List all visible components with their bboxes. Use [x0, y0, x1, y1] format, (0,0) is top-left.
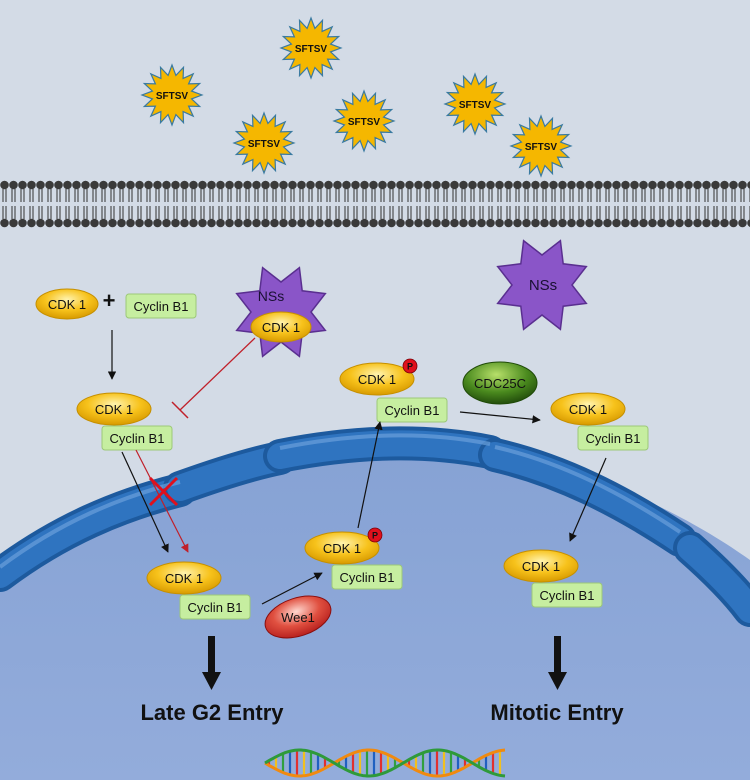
virus-particle: SFTSV [140, 63, 204, 127]
late-g2-entry-label: Late G2 Entry [140, 700, 284, 725]
start-cyclin-label: Cyclin B1 [134, 299, 189, 314]
arrow-active-import [569, 457, 607, 542]
virus-particle: SFTSV [332, 89, 396, 153]
nss-complex-cdk1 [250, 311, 312, 343]
complex-nuclear-mitotic: CDK 1 Cyclin B1 [503, 549, 603, 608]
complex-cytoplasm: CDK 1 Cyclin B1 [76, 392, 173, 451]
virus-particle: SFTSV [232, 111, 296, 175]
virus-particle: SFTSV [509, 114, 573, 178]
nucleus [0, 444, 750, 780]
outcome-arrows [202, 636, 567, 690]
nss-free: NSs [496, 239, 588, 331]
dna-helix [264, 748, 506, 778]
cdk1-label: CDK 1 [323, 541, 361, 556]
phosphate-label: P [372, 531, 378, 541]
cdk1-ellipse [146, 561, 222, 595]
arrow-nuclear-import [121, 451, 169, 553]
phosphate-label: P [407, 362, 413, 372]
virus-label: SFTSV [156, 91, 189, 102]
start-cyclin-b1 [125, 293, 197, 319]
cyclin-b1-label: Cyclin B1 [385, 403, 440, 418]
complex-nuclear-phospho: CDK 1 Cyclin B1 P [304, 527, 403, 590]
arrow-wee1-phospho [261, 572, 323, 605]
cdc25c-enzyme: CDC25C [462, 361, 538, 405]
cyclin-b1-box [376, 397, 448, 423]
wee1-enzyme: Wee1 [264, 595, 332, 639]
cdc25c-label: CDC25C [474, 376, 526, 391]
inhibition-bar [171, 401, 189, 419]
cdk1-ellipse [304, 531, 380, 565]
cyclin-b1-box [179, 594, 251, 620]
cyclin-b1-label: Cyclin B1 [540, 588, 595, 603]
cdk1-ellipse [339, 362, 415, 396]
cyclin-b1-label: Cyclin B1 [188, 600, 243, 615]
plus-sign: + [103, 288, 116, 313]
nss-cdk1-complex: NSs CDK 1 [235, 266, 327, 358]
nss-complex-cdk1-label: CDK 1 [262, 320, 300, 335]
virus-particle: SFTSV [443, 72, 507, 136]
inhibition-line [179, 337, 256, 411]
pathway-arrows [107, 330, 607, 605]
cdk1-label: CDK 1 [95, 402, 133, 417]
plasma-membrane [0, 180, 750, 228]
virus-label: SFTSV [348, 117, 381, 128]
cdk1-label: CDK 1 [165, 571, 203, 586]
mitotic-entry-label: Mitotic Entry [490, 700, 624, 725]
phosphate-marker [402, 358, 418, 374]
cyclin-b1-box [331, 564, 403, 590]
cyclin-b1-label: Cyclin B1 [110, 431, 165, 446]
block-x-2 [148, 476, 179, 507]
cdk1-label: CDK 1 [569, 402, 607, 417]
virus-label: SFTSV [525, 142, 558, 153]
arrow-nuclear-export [357, 421, 383, 529]
phosphate-marker [367, 527, 383, 543]
nss-complex-label: NSs [258, 288, 284, 304]
cyclin-b1-box [577, 425, 649, 451]
complex-nuclear-late-g2: CDK 1 Cyclin B1 [146, 561, 251, 620]
arrow-blocked-import [135, 449, 189, 553]
cdk1-label: CDK 1 [358, 372, 396, 387]
virus-label: SFTSV [295, 44, 328, 55]
cyclin-b1-box [531, 582, 603, 608]
virus-particles: SFTSV SFTSV SFTSV SFTSV SFTSV SFTSV [140, 16, 573, 178]
start-reactants: CDK 1 + Cyclin B1 [35, 288, 197, 320]
arrow-dephospho [459, 411, 541, 424]
cyclin-b1-label: Cyclin B1 [586, 431, 641, 446]
nss-free-label: NSs [529, 277, 557, 294]
cyclin-b1-box [101, 425, 173, 451]
virus-particle: SFTSV [279, 16, 343, 80]
complex-active: CDK 1 Cyclin B1 [550, 392, 649, 451]
virus-label: SFTSV [248, 139, 281, 150]
cyclin-b1-label: Cyclin B1 [340, 570, 395, 585]
wee1-label: Wee1 [281, 610, 315, 625]
start-cdk1 [35, 288, 99, 320]
cdk1-label: CDK 1 [522, 559, 560, 574]
cdk1-ellipse [76, 392, 152, 426]
start-cdk1-label: CDK 1 [48, 297, 86, 312]
complex-cyto-phospho: CDK 1 Cyclin B1 P [339, 358, 448, 423]
virus-label: SFTSV [459, 100, 492, 111]
cdk1-ellipse [503, 549, 579, 583]
cdk1-ellipse [550, 392, 626, 426]
